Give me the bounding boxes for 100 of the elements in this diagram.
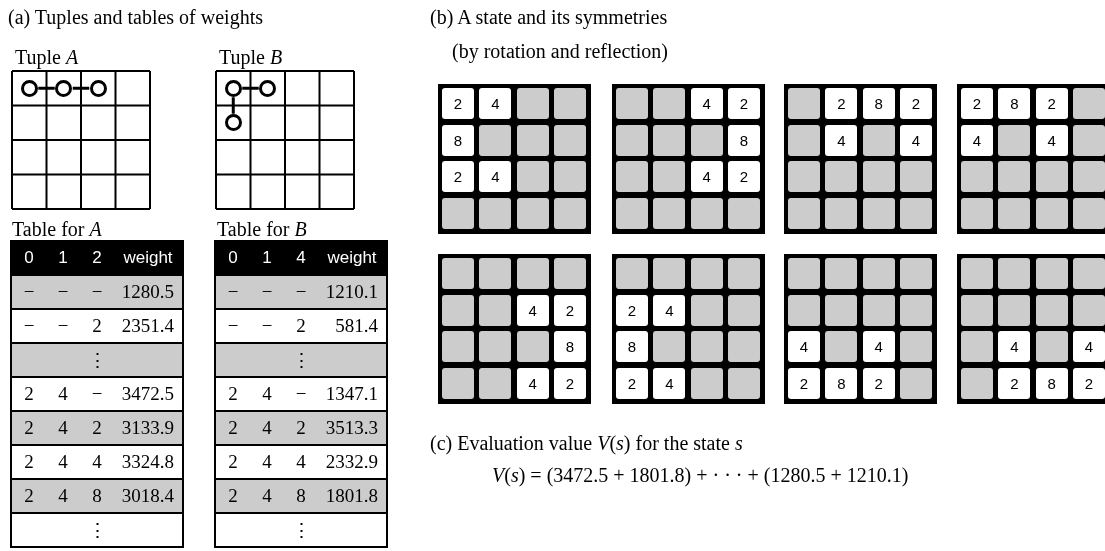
formula: V(s) = (3472.5 + 1801.8) + · · · + (1280.5 + 1210.1) [492, 464, 909, 486]
cell-value: − [22, 315, 36, 337]
cell-value: − [56, 281, 70, 303]
number-tile: 2 [553, 367, 586, 399]
cell-value: − [294, 383, 308, 405]
cell-value: 3472.5 [120, 383, 175, 405]
number-tile: 8 [727, 124, 760, 156]
grid-heading: Tuple B [219, 46, 283, 68]
number-tile: 4 [961, 124, 993, 156]
cell-value: 4 [261, 383, 273, 405]
number-tile: 2 [788, 367, 820, 399]
number-tile: 2 [899, 88, 932, 119]
number-tile: 8 [825, 367, 858, 399]
cell-value: 4 [57, 451, 69, 473]
game-board [438, 254, 591, 404]
tuple-circle [224, 79, 242, 97]
ellipsis: ⋮ [86, 518, 108, 542]
cell-value: − [90, 281, 104, 303]
number-tile: 4 [862, 331, 895, 362]
cell-value: 2 [23, 383, 35, 405]
tuple-circle [55, 79, 73, 97]
number-tile: 4 [479, 161, 512, 192]
number-tile: 2 [1072, 367, 1105, 399]
cell-value: − [90, 383, 104, 405]
cell-value: − [226, 315, 240, 337]
connector-line [231, 97, 235, 114]
cell-value: − [22, 281, 36, 303]
cell-value: 2332.9 [324, 451, 379, 473]
number-tile: 2 [442, 161, 474, 192]
connector-line [72, 86, 90, 90]
number-tile: 4 [998, 331, 1031, 362]
game-board [438, 84, 591, 234]
number-tile: 2 [727, 161, 760, 192]
game-board [612, 84, 765, 234]
cell-value: 2 [295, 417, 307, 439]
cell-value: 8 [91, 485, 103, 507]
connector-line [38, 86, 55, 90]
cell-value: 4 [91, 451, 103, 473]
number-tile: 4 [899, 124, 932, 156]
cell-value: 2 [23, 451, 35, 473]
cell-value: 1347.1 [324, 383, 379, 405]
cell-value: 2351.4 [120, 315, 175, 337]
tuple-circle [89, 79, 107, 97]
number-tile: 2 [862, 367, 895, 399]
column-header: 0 [227, 248, 239, 268]
cell-value: 2 [23, 485, 35, 507]
number-tile: 4 [690, 88, 723, 119]
cell-value: 4 [261, 485, 273, 507]
column-header: weight [326, 248, 378, 268]
number-tile: 4 [1072, 331, 1105, 362]
cell-value: 4 [57, 417, 69, 439]
cell-value: 2 [23, 417, 35, 439]
cell-value: 4 [261, 417, 273, 439]
cell-value: 2 [295, 315, 307, 337]
cell-value: 4 [295, 451, 307, 473]
cell-value: 2 [227, 417, 239, 439]
cell-value: 2 [91, 315, 103, 337]
number-tile: 4 [788, 331, 820, 362]
cell-value: 3324.8 [120, 451, 175, 473]
section-heading: (a) Tuples and tables of weights [8, 6, 263, 28]
number-tile: 8 [553, 331, 586, 362]
number-tile: 2 [825, 88, 858, 119]
number-tile: 8 [1035, 367, 1068, 399]
column-header: 2 [91, 248, 103, 268]
cell-value: − [294, 281, 308, 303]
table-heading: Table for A [12, 218, 102, 240]
column-header: 1 [261, 248, 273, 268]
game-board [784, 84, 937, 234]
number-tile: 8 [616, 331, 648, 362]
number-tile: 4 [653, 294, 686, 326]
game-board [957, 84, 1105, 234]
cell-value: 2 [91, 417, 103, 439]
number-tile: 2 [616, 367, 648, 399]
cell-value: 4 [57, 383, 69, 405]
cell-value: − [260, 281, 274, 303]
number-tile: 2 [998, 367, 1031, 399]
number-tile: 2 [616, 294, 648, 326]
table-heading: Table for B [217, 218, 307, 240]
number-tile: 4 [825, 124, 858, 156]
tuple-circle [259, 79, 277, 97]
subheading: (by rotation and reflection) [452, 40, 669, 62]
number-tile: 2 [553, 294, 586, 326]
cell-value: − [260, 315, 274, 337]
cell-value: 4 [57, 485, 69, 507]
cell-value: 4 [261, 451, 273, 473]
cell-value: − [226, 281, 240, 303]
connector-line [242, 86, 259, 90]
column-header: 0 [23, 248, 35, 268]
game-board [957, 254, 1105, 404]
cell-value: 2 [227, 485, 239, 507]
number-tile: 4 [690, 161, 723, 192]
cell-value: 2 [227, 383, 239, 405]
number-tile: 4 [516, 367, 549, 399]
ellipsis: ⋮ [290, 348, 312, 372]
cell-value: − [56, 315, 70, 337]
cell-value: 1801.8 [324, 485, 379, 507]
ellipsis: ⋮ [86, 348, 108, 372]
section-heading: (c) Evaluation value V(s) for the state s [430, 432, 743, 454]
cell-value: 2 [227, 451, 239, 473]
tuple-circle [20, 79, 38, 97]
